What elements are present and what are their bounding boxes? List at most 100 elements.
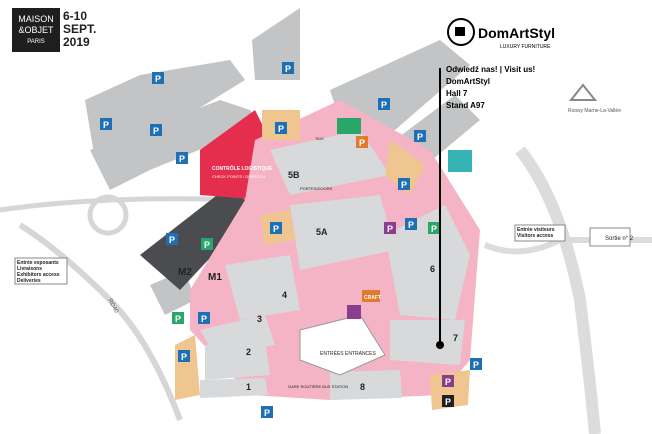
- label-gare: GARE ROUTIÈRE BUS STATION: [288, 384, 348, 389]
- parking-marker: [100, 118, 112, 130]
- hall-7-area: [390, 320, 465, 365]
- exit-sign: Sortie n° 2: [589, 227, 634, 247]
- parking-marker: [150, 124, 162, 136]
- parking-marker-label: P: [273, 224, 279, 234]
- parking-marker-label: P: [445, 397, 451, 407]
- parking-marker: [405, 218, 417, 230]
- parking-area-2: [90, 100, 260, 190]
- parking-marker-label: P: [103, 120, 109, 130]
- label-controle-sub: CHECK POINTS / DISPATCH: [212, 174, 265, 179]
- building-label-craft: CRAFT: [364, 295, 381, 301]
- logo-line1: MAISON: [18, 14, 54, 24]
- parking-markers: PPPPPPPPPPPPPPPPPPPPPPPPPP: [100, 62, 482, 418]
- maison-objet-logo: MAISON &OBJET PARIS 6-10 SEPT. 2019: [12, 8, 96, 52]
- parking-marker: [152, 72, 164, 84]
- event-dates-line3: 2019: [63, 35, 90, 49]
- roads-layer: [0, 146, 652, 434]
- logo-line3: PARIS: [27, 39, 45, 45]
- roissy-sign-icon: [568, 83, 598, 101]
- green-block: [337, 118, 361, 134]
- parking-marker-label: P: [175, 314, 181, 324]
- parking-area-4: [330, 40, 470, 130]
- callout-line3: Hall 7: [446, 89, 468, 98]
- hall-2-area: [205, 340, 270, 380]
- parking-marker: [378, 98, 390, 110]
- callout-line4: Stand A97: [446, 101, 485, 110]
- event-dates-line2: SEPT.: [63, 22, 96, 36]
- building-label-m1: M1: [208, 272, 222, 283]
- parking-marker: [384, 222, 396, 234]
- label-taxi: TAXI: [315, 136, 324, 141]
- parking-area-1: [85, 60, 245, 160]
- parking-marker: [356, 136, 368, 148]
- logo-line2: &OBJET: [18, 25, 54, 35]
- visit-callout: Odwiedź nas! | Visit us! DomArtStyl Hall…: [446, 65, 535, 110]
- parking-area-dark: [140, 185, 255, 290]
- hall-6-area: [385, 205, 470, 320]
- parking-marker: [198, 312, 210, 324]
- building-label-m2: M2: [178, 267, 192, 278]
- parking-lots-grey: [85, 8, 480, 315]
- parking-marker-label: P: [431, 224, 437, 234]
- label-roissy: Roissy Marne-La-Vallée: [568, 108, 621, 114]
- hall-labels: 5B 5A 6 7 4 3 2 1 8 M1 M2 CRAFT: [178, 170, 458, 392]
- callout-line1: Odwiedź nas! | Visit us!: [446, 65, 535, 74]
- parking-marker: [398, 178, 410, 190]
- teal-block: [448, 150, 472, 172]
- parking-marker-label: P: [445, 377, 451, 387]
- parking-marker-label: P: [155, 74, 161, 84]
- parking-marker-label: P: [359, 138, 365, 148]
- parking-marker: [275, 122, 287, 134]
- hall-label-3: 3: [257, 314, 262, 324]
- hall-label-5b: 5B: [288, 170, 300, 180]
- parking-marker-label: P: [179, 154, 185, 164]
- parking-marker-label: P: [387, 224, 393, 234]
- hall-label-2: 2: [246, 347, 251, 357]
- parking-marker: [201, 238, 213, 250]
- callout-line2: DomArtStyl: [446, 77, 490, 86]
- parking-marker: [178, 350, 190, 362]
- hall-5a-area: [290, 195, 395, 270]
- stand-location-dot: [436, 341, 444, 349]
- label-controle: CONTRÔLE LOGISTIQUE: [212, 164, 273, 172]
- map-labels: CONTRÔLE LOGISTIQUE CHECK POINTS / DISPA…: [106, 108, 621, 389]
- parking-marker-label: P: [181, 352, 187, 362]
- parking-marker: [428, 222, 440, 234]
- hall-label-8: 8: [360, 382, 365, 392]
- parking-marker-label: P: [264, 408, 270, 418]
- label-entrees: ENTRÉES ENTRANCES: [320, 350, 377, 357]
- hall-8-area: [330, 370, 402, 400]
- parking-marker-label: P: [278, 124, 284, 134]
- brand-name: DomArtStyl: [478, 25, 555, 41]
- domartstyl-logo: DomArtStyl LUXURY FURNITURE: [447, 18, 555, 50]
- hall-label-5a: 5A: [316, 227, 328, 237]
- parking-marker: [414, 130, 426, 142]
- parking-marker-label: P: [408, 220, 414, 230]
- entree-exposants-text: Entrée exposants Livraisons Exhibitors a…: [17, 260, 60, 284]
- purple-block: [347, 305, 361, 319]
- hall-4-area: [225, 255, 300, 320]
- visitor-entrance-box: Entrée visiteurs Visitors access: [514, 224, 566, 242]
- brand-tagline: LUXURY FURNITURE: [500, 44, 551, 50]
- parking-marker: [166, 233, 178, 245]
- exit-text: Sortie n° 2: [605, 236, 634, 242]
- parking-marker-label: P: [285, 64, 291, 74]
- parking-marker-label: P: [153, 126, 159, 136]
- hall-label-6: 6: [430, 264, 435, 274]
- parking-marker: [442, 395, 454, 407]
- event-dates-line1: 6-10: [63, 9, 87, 23]
- exhibitor-entrance-box: Entrée exposants Livraisons Exhibitors a…: [14, 257, 68, 285]
- parking-marker-label: P: [201, 314, 207, 324]
- hall-label-1: 1: [246, 382, 251, 392]
- parking-marker: [270, 222, 282, 234]
- hall-1-area: [200, 378, 268, 398]
- entree-visiteurs-text: Entrée visiteurs Visitors access: [517, 227, 555, 239]
- parking-marker-label: P: [169, 235, 175, 245]
- craft-block: [362, 290, 380, 302]
- parking-marker-label: P: [204, 240, 210, 250]
- parking-marker: [176, 152, 188, 164]
- label-portes: PORTES/DOORS: [300, 186, 332, 191]
- parking-marker-label: P: [473, 360, 479, 370]
- parking-marker: [470, 358, 482, 370]
